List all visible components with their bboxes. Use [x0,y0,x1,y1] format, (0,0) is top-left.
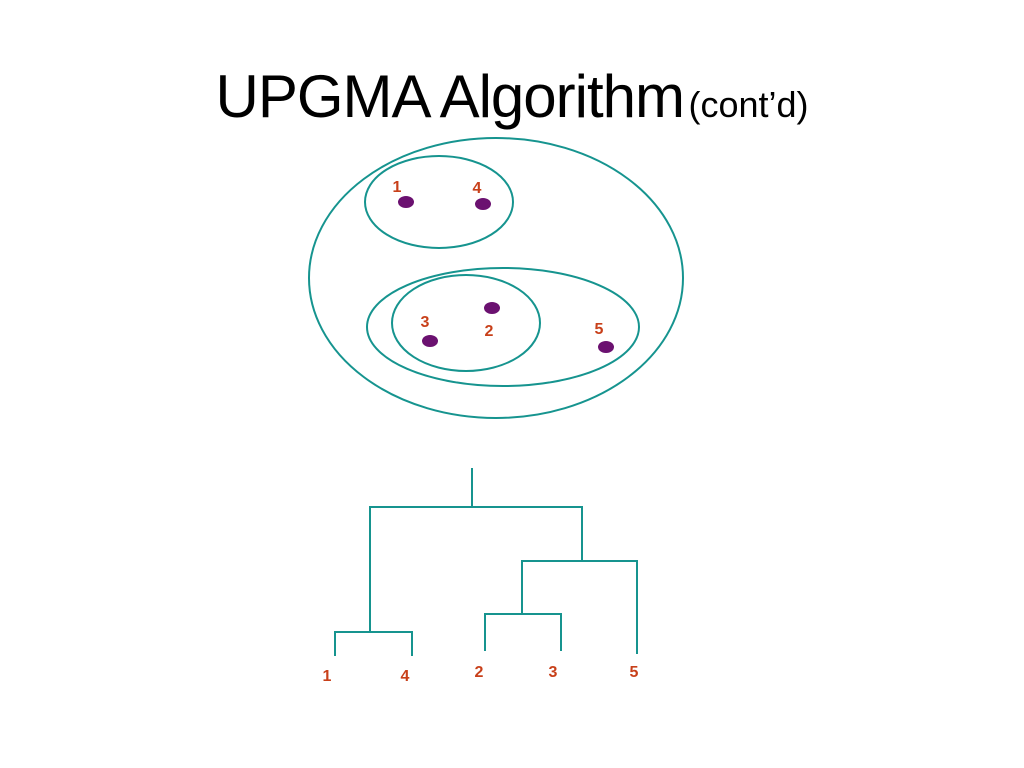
title-subtitle: (cont’d) [688,84,809,125]
point-1 [398,196,414,208]
cluster-view: 1 4 2 3 5 [308,137,684,419]
dendrogram-2-3-branch [484,613,562,651]
leaf-label-4: 4 [401,668,410,685]
leaf-label-1: 1 [323,668,332,685]
dendrogram-1-4-branch [334,631,413,656]
cluster-2-3-ring [391,274,541,372]
point-3 [422,335,438,347]
point-label-5: 5 [595,321,604,338]
cluster-1-4-ring [364,155,514,249]
point-label-2: 2 [485,323,494,340]
title-main: UPGMA Algorithm [215,63,685,130]
point-5 [598,341,614,353]
leaf-label-5: 5 [630,664,639,681]
slide-title: UPGMA Algorithm (cont’d) [0,62,1024,131]
dendrogram-root-branch [369,506,583,632]
dendrogram: 1 4 2 3 5 [323,468,639,685]
point-label-1: 1 [393,179,402,196]
cluster-all-ring [308,137,684,419]
point-4 [475,198,491,210]
point-2 [484,302,500,314]
point-label-3: 3 [421,314,430,331]
leaf-label-2: 2 [475,664,484,681]
point-label-4: 4 [473,180,482,197]
dendrogram-23-5-branch [521,560,638,654]
leaf-label-3: 3 [549,664,558,681]
cluster-2-3-5-ring [366,267,640,387]
